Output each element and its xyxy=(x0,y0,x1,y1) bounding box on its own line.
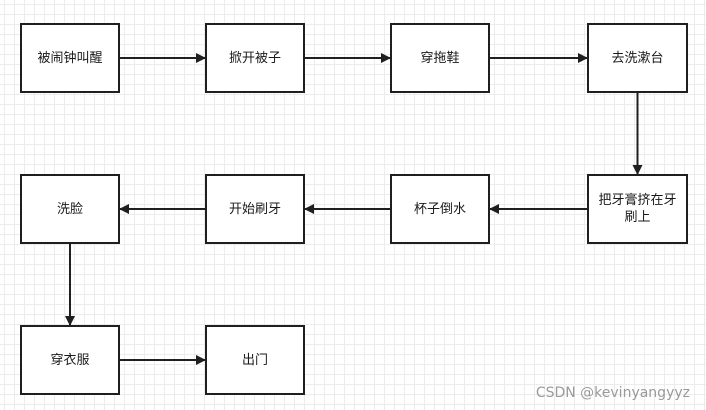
node-go-out[interactable]: 出门 xyxy=(205,325,305,395)
node-go-to-sink[interactable]: 去洗漱台 xyxy=(587,23,688,93)
node-wash-face[interactable]: 洗脸 xyxy=(20,174,120,244)
watermark-text: CSDN @kevinyangyyz xyxy=(535,385,690,401)
node-start-brushing[interactable]: 开始刷牙 xyxy=(205,174,305,244)
node-put-on-slippers[interactable]: 穿拖鞋 xyxy=(390,23,490,93)
node-wake-by-alarm[interactable]: 被闹钟叫醒 xyxy=(20,23,120,93)
node-get-dressed[interactable]: 穿衣服 xyxy=(20,325,120,395)
node-pour-water[interactable]: 杯子倒水 xyxy=(390,174,490,244)
node-squeeze-toothpaste[interactable]: 把牙膏挤在牙刷上 xyxy=(587,174,688,244)
node-uncover-blanket[interactable]: 掀开被子 xyxy=(205,23,305,93)
